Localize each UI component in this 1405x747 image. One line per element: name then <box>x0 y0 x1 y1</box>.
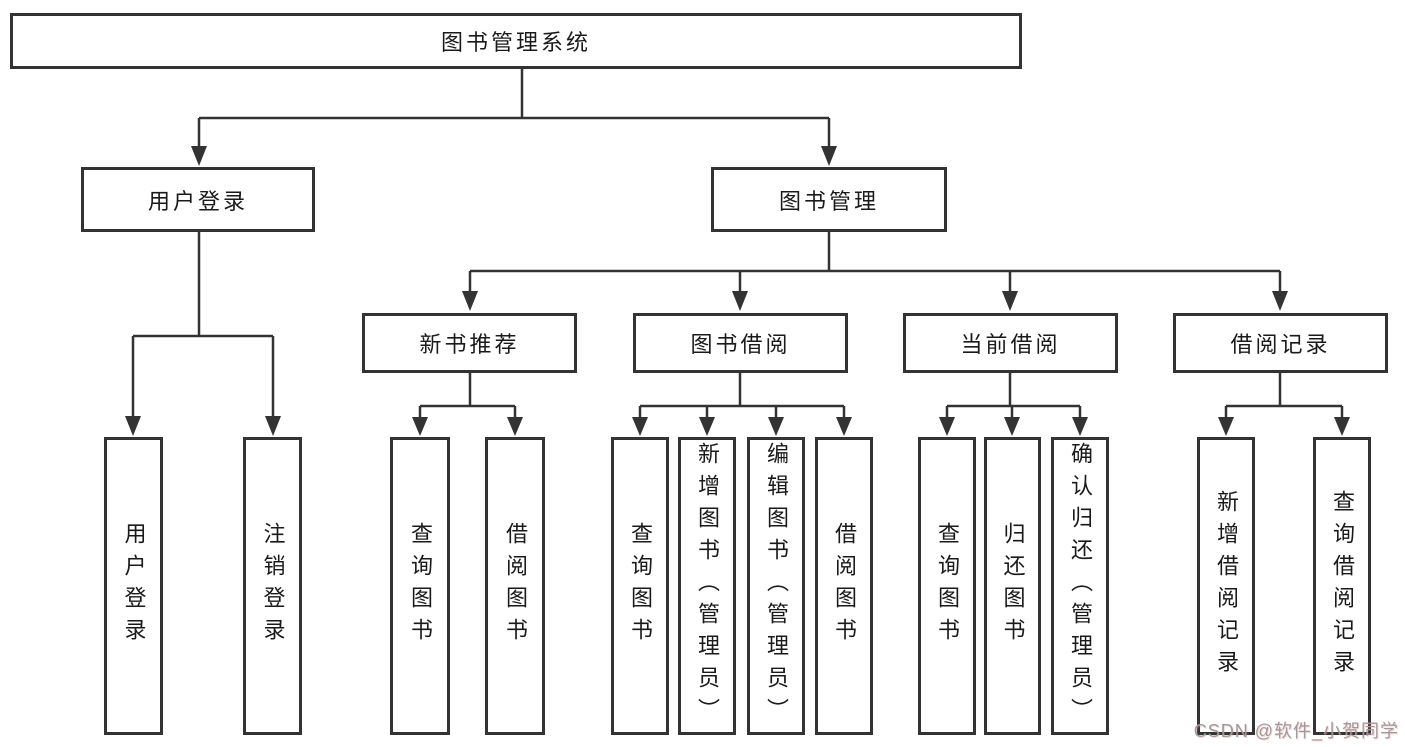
leaf-current-query-label: 查询图书 <box>935 522 960 650</box>
leaf-records-add-label: 新增借阅记录 <box>1214 490 1239 682</box>
watermark-text: CSDN @软件_小贺同学 <box>1193 721 1399 741</box>
node-user-login: 用户登录 <box>81 167 315 232</box>
node-borrow-records: 借阅记录 <box>1173 313 1388 373</box>
leaf-records-query: 查询借阅记录 <box>1313 437 1371 735</box>
leaf-borrowing-query-label: 查询图书 <box>628 522 653 650</box>
leaf-new-books-borrow-label: 借阅图书 <box>503 522 528 650</box>
leaf-borrowing-add-label: 新增图书（管理员） <box>695 442 720 730</box>
leaf-user-login: 用户登录 <box>104 437 163 735</box>
node-current-borrowing: 当前借阅 <box>903 313 1118 373</box>
leaf-logout: 注销登录 <box>243 437 302 735</box>
leaf-borrowing-edit-label: 编辑图书（管理员） <box>764 442 789 730</box>
leaf-current-confirm-return: 确认归还（管理员） <box>1051 437 1109 735</box>
node-user-login-label: 用户登录 <box>147 188 248 214</box>
node-book-management-label: 图书管理 <box>778 188 879 214</box>
leaf-current-confirm-return-label: 确认归还（管理员） <box>1068 442 1093 730</box>
leaf-new-books-query: 查询图书 <box>390 437 450 735</box>
leaf-current-return: 归还图书 <box>984 437 1041 735</box>
node-root: 图书管理系统 <box>10 13 1022 69</box>
leaf-logout-label: 注销登录 <box>260 522 286 650</box>
leaf-records-query-label: 查询借阅记录 <box>1330 490 1355 682</box>
node-root-label: 图书管理系统 <box>440 30 591 55</box>
leaf-records-add: 新增借阅记录 <box>1197 437 1255 735</box>
leaf-borrowing-borrow: 借阅图书 <box>815 437 873 735</box>
node-borrow-records-label: 借阅记录 <box>1230 332 1331 357</box>
leaf-borrowing-edit: 编辑图书（管理员） <box>747 437 805 735</box>
node-new-books-label: 新书推荐 <box>419 332 520 357</box>
leaf-new-books-query-label: 查询图书 <box>408 522 433 650</box>
leaf-borrowing-add: 新增图书（管理员） <box>678 437 736 735</box>
node-current-borrowing-label: 当前借阅 <box>960 332 1061 357</box>
node-new-books: 新书推荐 <box>362 313 577 373</box>
leaf-borrowing-query: 查询图书 <box>611 437 669 735</box>
node-book-management: 图书管理 <box>711 167 947 232</box>
node-book-borrowing-label: 图书借阅 <box>690 332 791 357</box>
leaf-borrowing-borrow-label: 借阅图书 <box>832 522 857 650</box>
leaf-current-query: 查询图书 <box>918 437 976 735</box>
node-book-borrowing: 图书借阅 <box>633 313 848 373</box>
leaf-current-return-label: 归还图书 <box>1000 522 1026 650</box>
leaf-new-books-borrow: 借阅图书 <box>485 437 545 735</box>
leaf-user-login-label: 用户登录 <box>121 522 147 650</box>
